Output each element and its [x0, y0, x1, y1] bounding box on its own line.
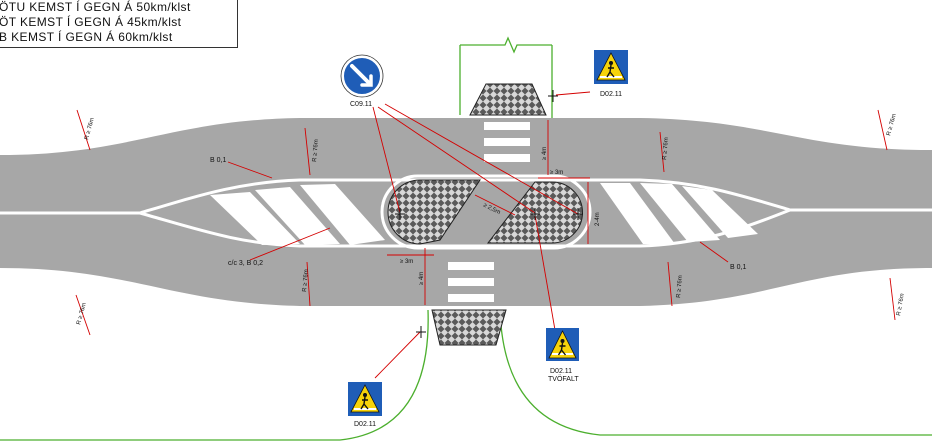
- label-sign-d0211-top: D02.11: [600, 91, 622, 98]
- legend-line-1: ÖTU KEMST Í GEGN Á 50km/klst: [0, 0, 191, 14]
- dim-r-far-right-top: R ≥ 76m: [886, 113, 898, 136]
- crossing-sign-mid: [546, 328, 579, 361]
- label-sign-d0211-mid: D02.11: [550, 368, 572, 375]
- zebra-bottom: [448, 262, 494, 302]
- crossing-sign-bottom: [348, 382, 382, 416]
- dim-r-left-top: R ≥ 76m: [312, 139, 320, 162]
- dim-r-right-bottom: R ≥ 76m: [676, 275, 684, 298]
- side-road-edges: [0, 36, 932, 441]
- label-sign-c0911: C09.11: [350, 101, 372, 108]
- keep-right-sign: [340, 54, 384, 98]
- dim-r-far-left-top: R ≥ 76m: [84, 117, 96, 140]
- island-left: [387, 179, 481, 245]
- dimension-lines: [75, 91, 896, 379]
- dim-island-width: 2-4m: [595, 212, 601, 226]
- pedestrian-icon: [363, 393, 367, 397]
- arrow-down-right-icon: [350, 64, 373, 87]
- dim-island-bottom: ≥ 3m: [400, 259, 413, 265]
- island-outline: [380, 174, 592, 250]
- label-sign-tvofalt: TVÖFALT: [548, 375, 579, 383]
- sidewalk-top: [469, 83, 547, 116]
- legend-box: ÖTU KEMST Í GEGN Á 50km/klst ÖT KEMST Í …: [0, 0, 238, 48]
- pedestrian-icon: [560, 339, 565, 343]
- label-b01-right: B 0,1: [730, 264, 746, 271]
- dim-island-top: ≥ 3m: [550, 170, 563, 176]
- crossing-sign-top: [594, 50, 628, 84]
- hatch-left: [210, 184, 385, 245]
- label-cc3: c/c 3, B 0,2: [228, 260, 263, 267]
- label-b01-left: B 0,1: [210, 157, 226, 164]
- hatch-right: [600, 183, 758, 244]
- dim-r-far-left-bottom: R ≥ 76m: [76, 302, 88, 325]
- label-sign-d0211-bottom: D02.11: [354, 421, 376, 428]
- sign-posts: [395, 90, 583, 338]
- dim-r-far-right-bottom: R ≥ 76m: [896, 293, 906, 316]
- dim-r-left-bottom: R ≥ 76m: [302, 269, 310, 292]
- legend-line-3: B KEMST Í GEGN Á 60km/klst: [0, 30, 173, 44]
- zebra-top: [484, 122, 530, 162]
- sidewalk-bottom: [431, 309, 507, 346]
- dim-crossing-bottom: ≥ 4m: [419, 272, 425, 285]
- legend-line-2: ÖT KEMST Í GEGN Á 45km/klst: [0, 15, 182, 29]
- road-surface: [0, 118, 932, 306]
- pedestrian-icon: [609, 61, 613, 65]
- dim-crossing-top: ≥ 4m: [542, 147, 548, 160]
- dim-r-right-top: R ≥ 76m: [662, 137, 670, 160]
